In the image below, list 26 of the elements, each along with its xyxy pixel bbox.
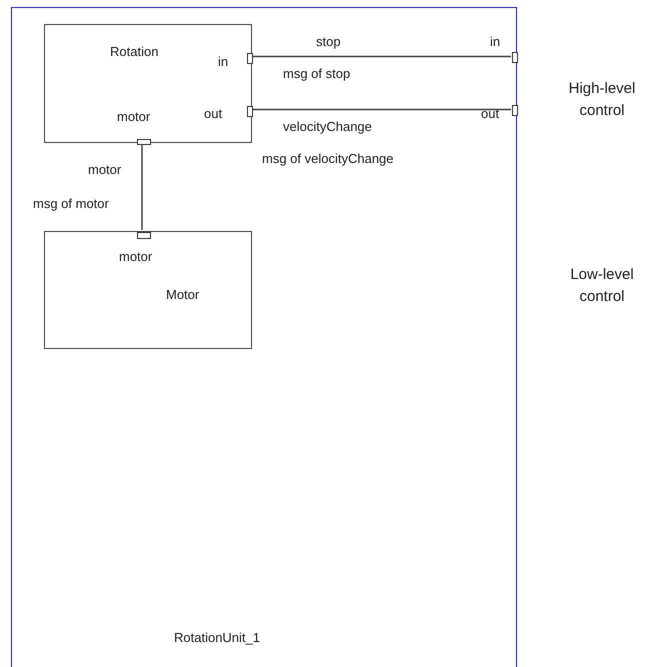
port-label: out bbox=[204, 105, 222, 123]
message-label: msg of motor bbox=[33, 195, 109, 213]
port-label: motor bbox=[117, 108, 150, 126]
component-box bbox=[44, 231, 252, 349]
connector-line bbox=[251, 108, 511, 110]
layer-label: Low-level control bbox=[569, 265, 635, 307]
component-name: RotationUnit_1 bbox=[174, 629, 260, 647]
port-box bbox=[137, 232, 151, 239]
port-box bbox=[512, 105, 518, 116]
connector-line bbox=[251, 56, 511, 58]
port-box bbox=[512, 52, 518, 63]
connector-line bbox=[141, 143, 143, 230]
message-label: msg of velocityChange bbox=[262, 150, 394, 168]
message-label: msg of stop bbox=[283, 65, 350, 83]
component-name: Rotation bbox=[110, 43, 158, 61]
component-box bbox=[44, 24, 252, 143]
port-label: motor bbox=[119, 248, 152, 266]
port-label: out bbox=[481, 105, 500, 123]
port-box bbox=[137, 139, 151, 145]
unit-frame bbox=[11, 7, 517, 667]
layer-label: High-level control bbox=[568, 79, 636, 121]
port-label: in bbox=[490, 33, 500, 51]
component-name: Motor bbox=[166, 286, 200, 304]
port-label: in bbox=[218, 53, 228, 71]
port-box bbox=[247, 106, 253, 117]
port-box bbox=[247, 53, 253, 64]
